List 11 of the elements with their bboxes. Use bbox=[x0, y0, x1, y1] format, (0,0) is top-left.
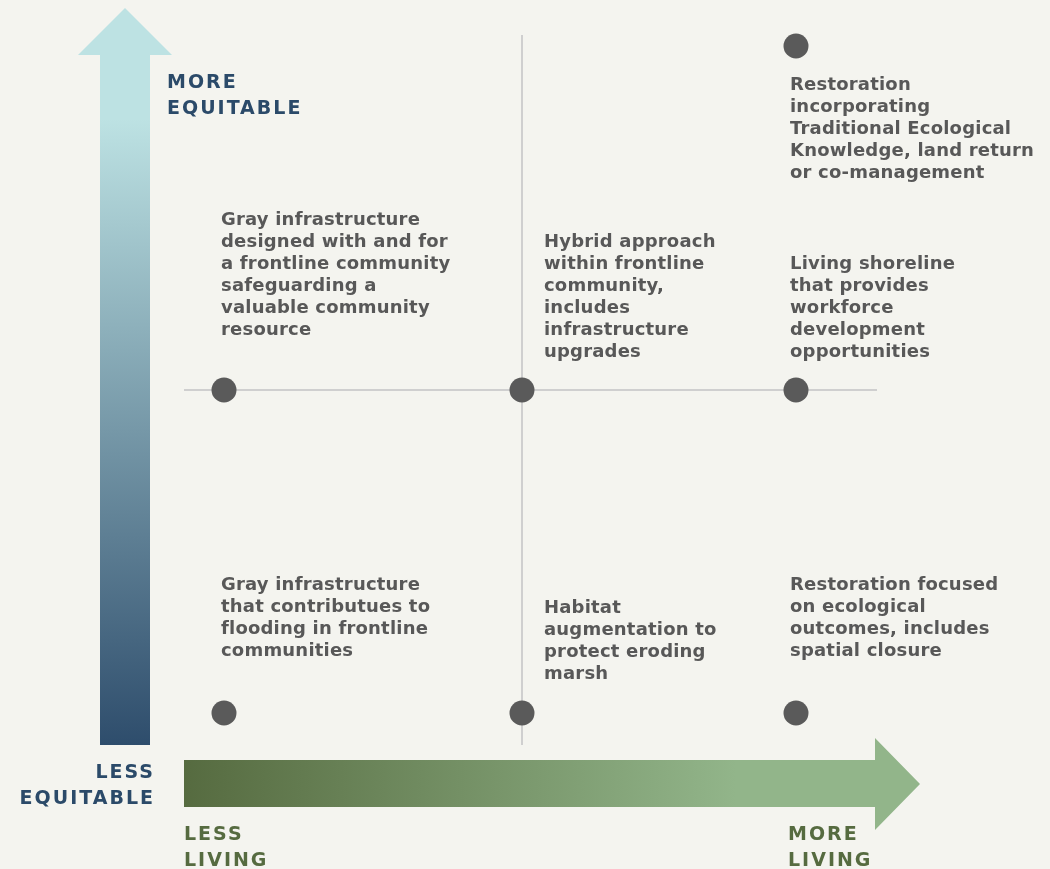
axis-label: MORE EQUITABLE bbox=[167, 69, 304, 120]
point-label: Habitat augmentation to protect eroding marsh bbox=[544, 596, 718, 684]
point-label: Gray infrastructure that contributues to flooding in frontline communities bbox=[221, 573, 432, 661]
point-label: Hybrid approach within frontline community, includes infrastructure upgrades bbox=[544, 230, 717, 362]
axis-label: MORE LIVING bbox=[788, 821, 874, 869]
axis-label: LESS LIVING bbox=[184, 821, 270, 869]
axis-label: LESS EQUITABLE bbox=[18, 759, 155, 810]
point-label: Restoration incorporating Traditional Ecological Knowledge, land return or co-management bbox=[790, 73, 1036, 183]
point-label: Restoration focused on ecological outcomes, includes spatial closure bbox=[790, 573, 1000, 661]
point-label: Gray infrastructure designed with and for a frontline community safeguarding a valuable community resource bbox=[221, 208, 452, 340]
point-label: Living shoreline that provides workforce development opportunities bbox=[790, 252, 957, 362]
